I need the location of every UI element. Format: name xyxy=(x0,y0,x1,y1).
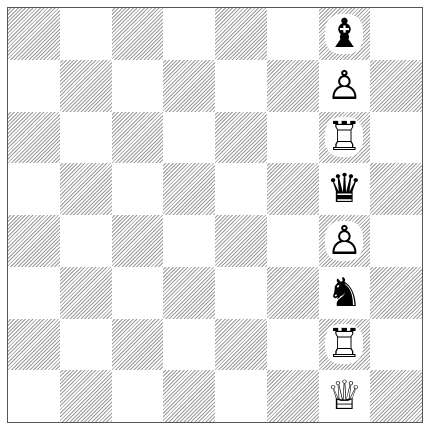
square-f4[interactable] xyxy=(267,215,319,267)
square-d4[interactable] xyxy=(163,215,215,267)
square-h1[interactable] xyxy=(370,370,422,422)
piece-glyph: ♞ xyxy=(325,273,363,313)
square-h8[interactable] xyxy=(370,8,422,60)
square-h7[interactable] xyxy=(370,60,422,112)
square-e5[interactable] xyxy=(215,163,267,215)
square-g6[interactable]: ♖ xyxy=(319,112,371,164)
piece-glyph: ♖ xyxy=(325,324,363,364)
square-b3[interactable] xyxy=(60,267,112,319)
square-d7[interactable] xyxy=(163,60,215,112)
square-a4[interactable] xyxy=(8,215,60,267)
square-g4[interactable]: ♙ xyxy=(319,215,371,267)
square-b5[interactable] xyxy=(60,163,112,215)
square-e2[interactable] xyxy=(215,319,267,371)
square-c4[interactable] xyxy=(112,215,164,267)
square-f8[interactable] xyxy=(267,8,319,60)
square-b7[interactable] xyxy=(60,60,112,112)
square-h4[interactable] xyxy=(370,215,422,267)
chess-board: ♝ ♙ ♖ ♛ ♙ ♞ ♖ ♕ xyxy=(7,7,423,423)
square-c1[interactable] xyxy=(112,370,164,422)
piece-glyph: ♛ xyxy=(325,169,363,209)
square-c6[interactable] xyxy=(112,112,164,164)
square-d8[interactable] xyxy=(163,8,215,60)
square-b4[interactable] xyxy=(60,215,112,267)
black-knight-icon[interactable]: ♞ xyxy=(319,267,371,319)
black-bishop-icon[interactable]: ♝ xyxy=(319,8,371,60)
square-a8[interactable] xyxy=(8,8,60,60)
piece-glyph: ♙ xyxy=(325,221,363,261)
white-pawn-icon[interactable]: ♙ xyxy=(319,215,371,267)
square-g1[interactable]: ♕ xyxy=(319,370,371,422)
piece-glyph: ♖ xyxy=(325,117,363,157)
square-a6[interactable] xyxy=(8,112,60,164)
square-c3[interactable] xyxy=(112,267,164,319)
square-b2[interactable] xyxy=(60,319,112,371)
square-f2[interactable] xyxy=(267,319,319,371)
piece-glyph: ♙ xyxy=(325,66,363,106)
square-e7[interactable] xyxy=(215,60,267,112)
square-g5[interactable]: ♛ xyxy=(319,163,371,215)
white-rook-icon[interactable]: ♖ xyxy=(319,319,371,371)
square-c8[interactable] xyxy=(112,8,164,60)
square-h3[interactable] xyxy=(370,267,422,319)
square-a5[interactable] xyxy=(8,163,60,215)
square-e3[interactable] xyxy=(215,267,267,319)
square-b6[interactable] xyxy=(60,112,112,164)
white-queen-icon[interactable]: ♕ xyxy=(319,370,371,422)
square-d1[interactable] xyxy=(163,370,215,422)
square-g8[interactable]: ♝ xyxy=(319,8,371,60)
square-e4[interactable] xyxy=(215,215,267,267)
square-b8[interactable] xyxy=(60,8,112,60)
square-d3[interactable] xyxy=(163,267,215,319)
square-d5[interactable] xyxy=(163,163,215,215)
square-g2[interactable]: ♖ xyxy=(319,319,371,371)
square-e1[interactable] xyxy=(215,370,267,422)
white-pawn-icon[interactable]: ♙ xyxy=(319,60,371,112)
square-g7[interactable]: ♙ xyxy=(319,60,371,112)
piece-glyph: ♝ xyxy=(325,14,363,54)
square-c5[interactable] xyxy=(112,163,164,215)
square-a3[interactable] xyxy=(8,267,60,319)
piece-glyph: ♕ xyxy=(325,376,363,416)
square-a2[interactable] xyxy=(8,319,60,371)
square-f7[interactable] xyxy=(267,60,319,112)
square-c7[interactable] xyxy=(112,60,164,112)
square-f1[interactable] xyxy=(267,370,319,422)
square-a1[interactable] xyxy=(8,370,60,422)
square-d6[interactable] xyxy=(163,112,215,164)
square-e8[interactable] xyxy=(215,8,267,60)
square-d2[interactable] xyxy=(163,319,215,371)
square-g3[interactable]: ♞ xyxy=(319,267,371,319)
square-h2[interactable] xyxy=(370,319,422,371)
white-rook-icon[interactable]: ♖ xyxy=(319,112,371,164)
square-b1[interactable] xyxy=(60,370,112,422)
black-queen-icon[interactable]: ♛ xyxy=(319,163,371,215)
square-h5[interactable] xyxy=(370,163,422,215)
square-f6[interactable] xyxy=(267,112,319,164)
square-e6[interactable] xyxy=(215,112,267,164)
square-c2[interactable] xyxy=(112,319,164,371)
square-h6[interactable] xyxy=(370,112,422,164)
square-f5[interactable] xyxy=(267,163,319,215)
square-a7[interactable] xyxy=(8,60,60,112)
square-f3[interactable] xyxy=(267,267,319,319)
